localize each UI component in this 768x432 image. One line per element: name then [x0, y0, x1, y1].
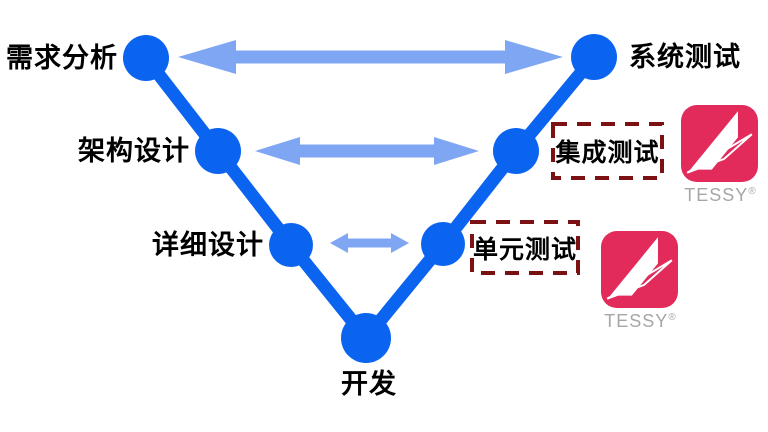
highlight-box-unit-test [470, 220, 580, 275]
tessy-logo-icon [601, 231, 678, 308]
phase-label-requirements-analysis: 需求分析 [6, 43, 118, 73]
phase-label-architecture-design: 架构设计 [78, 136, 190, 166]
phase-label-integration-test: 集成测试 [555, 140, 660, 167]
arrow-detailed-unit-icon [330, 233, 409, 253]
phase-label-development: 开发 [341, 369, 397, 399]
node-architecture-design [195, 128, 241, 174]
node-system-test [571, 34, 617, 80]
phase-label-system-test: 系统测试 [629, 42, 741, 72]
registered-trademark-symbol: ® [748, 186, 756, 197]
node-detailed-design [269, 223, 313, 267]
v-line [139, 50, 601, 345]
tessy-a-icon [606, 237, 673, 300]
tessy-wordmark: TESSY® [674, 181, 766, 206]
arrow-requirements-system-icon [178, 40, 563, 74]
tessy-wordmark: TESSY® [594, 307, 686, 332]
node-unit-test [421, 222, 465, 266]
registered-trademark-symbol: ® [668, 312, 676, 323]
tessy-wordmark-text: TESSY [604, 311, 669, 331]
node-requirements-analysis [123, 35, 169, 81]
arrow-architecture-integration-icon [255, 137, 479, 165]
node-development [341, 313, 391, 363]
tessy-a-icon [686, 111, 753, 174]
tessy-wordmark-text: TESSY [684, 185, 749, 205]
phase-label-detailed-design: 详细设计 [152, 230, 264, 260]
node-integration-test [493, 128, 539, 174]
tessy-logo-icon [681, 105, 758, 182]
highlight-box-integration-test [551, 122, 664, 180]
phase-label-unit-test: 单元测试 [472, 236, 577, 264]
